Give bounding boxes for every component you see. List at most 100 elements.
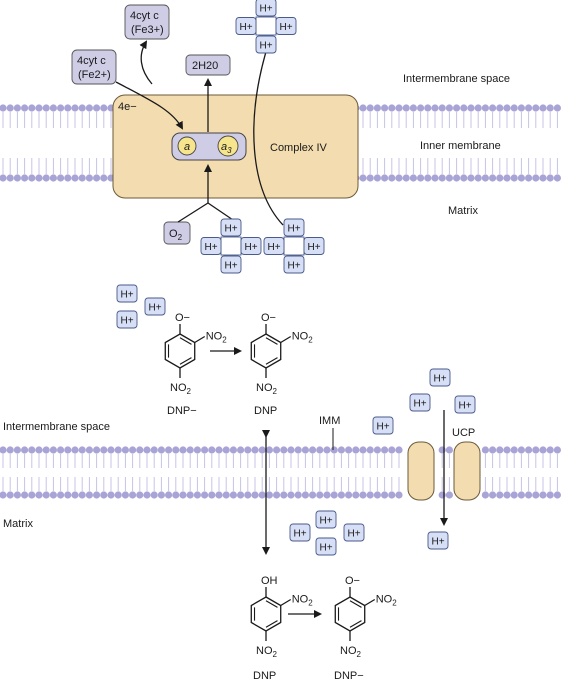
ring-double-bond — [265, 337, 278, 345]
lipid-head — [388, 491, 396, 499]
bottom-matrix-label: Matrix — [3, 518, 33, 530]
lipid-head — [0, 174, 7, 182]
lipid-head — [517, 446, 526, 454]
lipid-head — [100, 104, 108, 112]
proton-label: H+ — [308, 242, 321, 253]
lipid-head — [100, 491, 108, 499]
lipid-head — [359, 104, 367, 112]
lipid-head — [438, 174, 446, 182]
lipid-head — [553, 104, 562, 112]
proton-label: H+ — [149, 303, 162, 314]
lipid-head — [49, 104, 58, 112]
lipid-head — [453, 174, 461, 182]
proton-label: H+ — [434, 374, 447, 385]
ucp-label: UCP — [452, 427, 475, 439]
lipid-head — [100, 174, 108, 182]
lipid-head — [489, 491, 497, 499]
imm-label: IMM — [319, 415, 340, 427]
lipid-head — [85, 104, 93, 112]
lipid-head — [366, 104, 374, 112]
lipid-head — [21, 491, 29, 499]
proton-label: H+ — [260, 4, 273, 15]
lipid-head — [438, 104, 446, 112]
lipid-head — [28, 174, 36, 182]
nitro-group: NO2 — [292, 594, 314, 608]
ucp-left-subunit — [407, 441, 435, 501]
lipid-head — [445, 104, 453, 112]
lipid-head — [496, 491, 504, 499]
lipid-head — [49, 491, 58, 499]
ring-double-bond — [265, 620, 278, 628]
proton-box: H+ — [409, 393, 431, 412]
lipid-head — [395, 491, 403, 499]
lipid-head — [388, 174, 396, 182]
lipid-head — [129, 491, 137, 499]
phenolate-group: O− — [261, 312, 276, 324]
proton-box: H+ — [200, 237, 222, 255]
lipid-head — [525, 104, 533, 112]
lipid-head — [28, 491, 36, 499]
lipid-head — [78, 491, 86, 499]
proton-box: H+ — [116, 284, 138, 303]
proton-box: H+ — [372, 416, 394, 435]
heme-a3-icon — [217, 135, 239, 157]
lipid-head — [359, 491, 367, 499]
lipid-head — [237, 446, 245, 454]
lipid-head — [539, 491, 547, 499]
lipid-head — [539, 174, 547, 182]
lipid-head — [481, 491, 489, 499]
lipid-head — [93, 446, 101, 454]
lipid-head — [280, 491, 288, 499]
lipid-head — [265, 446, 273, 454]
lipid-head — [481, 174, 489, 182]
lipid-head — [100, 446, 108, 454]
lipid-head — [345, 446, 353, 454]
lipid-head — [13, 104, 21, 112]
lipid-head — [496, 174, 504, 182]
lipid-head — [539, 104, 547, 112]
lipid-head — [208, 491, 216, 499]
lipid-head — [503, 104, 511, 112]
lipid-head — [28, 446, 36, 454]
nitro-group: NO2 — [340, 645, 362, 659]
lipid-head — [0, 446, 7, 454]
lipid-head — [337, 491, 345, 499]
lipid-head — [172, 446, 180, 454]
proton-box: H+ — [315, 510, 337, 529]
lipid-head — [258, 446, 266, 454]
proton-box: H+ — [263, 237, 285, 255]
lipid-head — [373, 104, 381, 112]
lipid-head — [532, 446, 540, 454]
lipid-head — [28, 104, 36, 112]
proton-label: H+ — [260, 41, 273, 52]
proton-label: H+ — [245, 242, 258, 253]
lipid-head — [193, 446, 201, 454]
proton-pump-arrow — [253, 43, 284, 226]
lipid-head — [294, 491, 302, 499]
proton-box: H+ — [289, 523, 311, 542]
dnp-anion-bottom-name: DNP− — [334, 670, 364, 682]
lipid-head — [114, 491, 122, 499]
lipid-head — [273, 446, 281, 454]
benzene-ring — [164, 333, 196, 369]
lipid-head — [489, 104, 497, 112]
lipid-head — [0, 104, 7, 112]
lipid-head — [13, 174, 21, 182]
lipid-head — [359, 174, 367, 182]
lipid-head — [424, 104, 432, 112]
complex-iv-label: Complex IV — [270, 142, 328, 154]
lipid-head — [510, 174, 518, 182]
lipid-head — [179, 446, 187, 454]
lipid-head — [143, 491, 151, 499]
water-box: 2H20 — [185, 54, 231, 76]
ring-double-bond — [349, 620, 362, 628]
lipid-head — [467, 174, 475, 182]
lipid-head — [553, 491, 562, 499]
proton-box: H+ — [343, 523, 365, 542]
cytc-fe2-box: 4cyt c (Fe2+) — [71, 49, 117, 85]
ring-double-bond — [179, 357, 192, 365]
lipid-head — [229, 446, 237, 454]
lipid-head — [445, 446, 453, 454]
proton-label: H+ — [268, 242, 281, 253]
